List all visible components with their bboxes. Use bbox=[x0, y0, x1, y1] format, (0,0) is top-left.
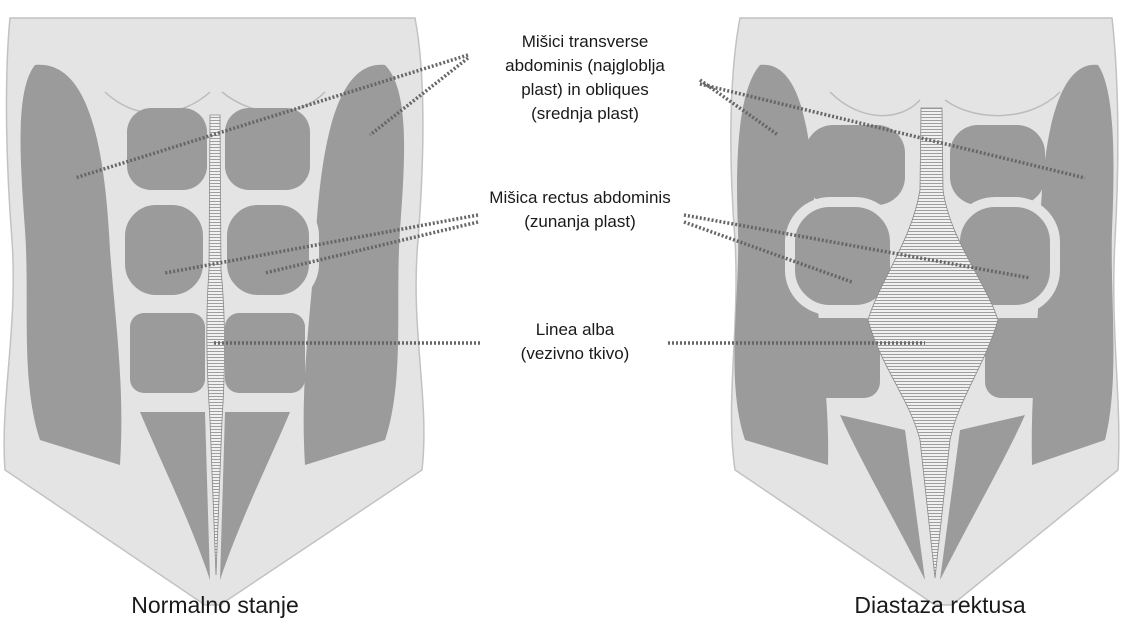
rectus-low-left-d bbox=[800, 318, 880, 398]
label-linea-alba: Linea alba (vezivno tkivo) bbox=[490, 318, 660, 366]
label-transverse-line3: plast) in obliques bbox=[470, 78, 700, 102]
label-rectus-line2: (zunanja plast) bbox=[470, 210, 690, 234]
label-transverse-obliques: Mišici transverse abdominis (najgloblja … bbox=[470, 30, 700, 126]
torso-normal bbox=[4, 18, 424, 605]
rectus-upper-left-d bbox=[805, 125, 905, 205]
label-transverse-line1: Mišici transverse bbox=[470, 30, 700, 54]
label-transverse-line4: (srednja plast) bbox=[470, 102, 700, 126]
label-transverse-line2: abdominis (najgloblja bbox=[470, 54, 700, 78]
rectus-mid-left bbox=[120, 200, 208, 300]
label-linea-line1: Linea alba bbox=[490, 318, 660, 342]
caption-normal: Normalno stanje bbox=[100, 592, 330, 619]
label-linea-line2: (vezivno tkivo) bbox=[490, 342, 660, 366]
torso-diastasis bbox=[731, 18, 1119, 605]
caption-diastasis: Diastaza rektusa bbox=[820, 592, 1060, 619]
rectus-mid-right bbox=[222, 200, 314, 300]
rectus-upper-right bbox=[225, 108, 310, 190]
label-rectus-abdominis: Mišica rectus abdominis (zunanja plast) bbox=[470, 186, 690, 234]
rectus-low-right bbox=[225, 313, 305, 393]
rectus-upper-left bbox=[127, 108, 207, 190]
rectus-low-left bbox=[130, 313, 205, 393]
label-rectus-line1: Mišica rectus abdominis bbox=[470, 186, 690, 210]
rectus-low-right-d bbox=[985, 318, 1065, 398]
